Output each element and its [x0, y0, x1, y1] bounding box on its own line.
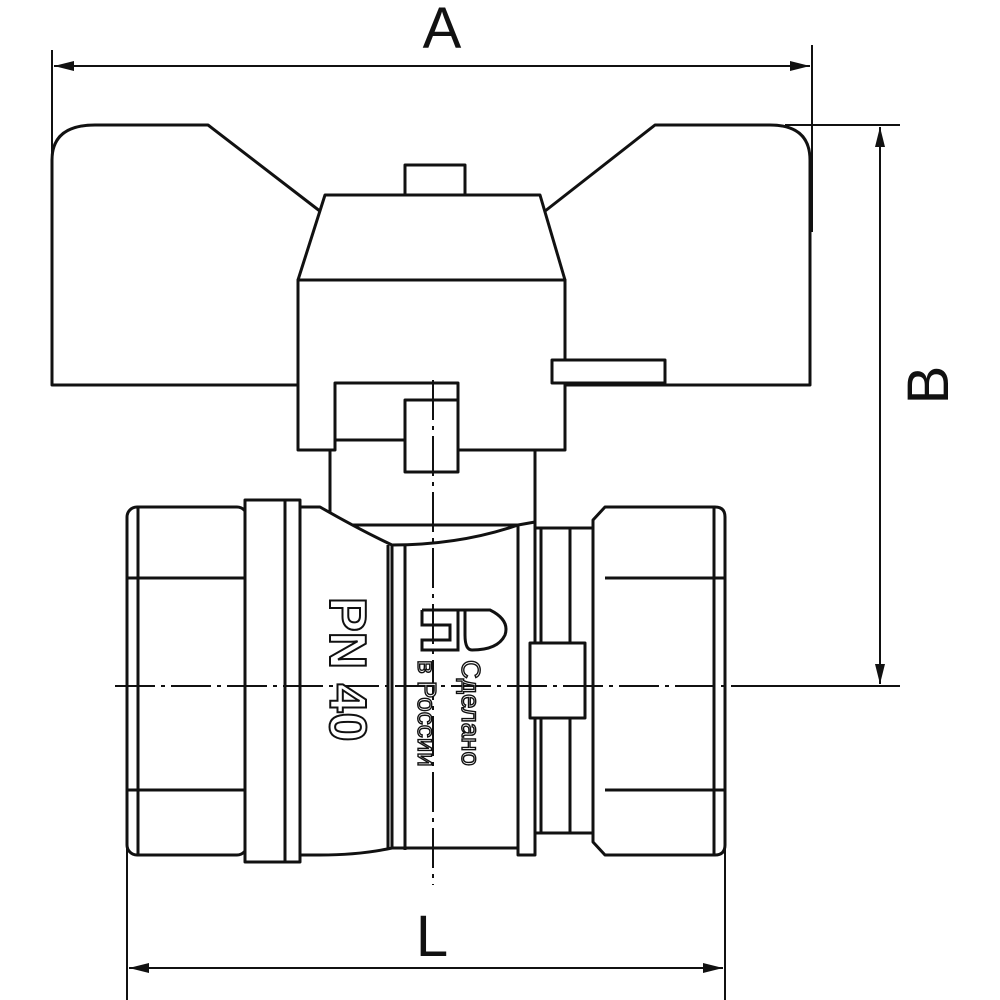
- stem-nut: [403, 163, 467, 199]
- manufacturer-logo: [420, 608, 508, 652]
- made-in-label-line1: Сделано: [456, 660, 486, 766]
- dimension-l-label: L: [416, 904, 448, 969]
- butterfly-handle: [50, 123, 812, 387]
- dimension-a-label: A: [423, 0, 462, 61]
- body-lug: [528, 641, 587, 720]
- handle-box: [296, 278, 567, 452]
- position-indicator: [550, 358, 667, 385]
- handle-cap: [296, 193, 567, 282]
- right-hex-end: [591, 505, 727, 857]
- pressure-rating: PN 40: [318, 597, 376, 742]
- stem-square: [403, 398, 460, 474]
- dimension-b-label: B: [896, 366, 961, 405]
- dimension-a: A: [51, 0, 813, 235]
- made-in-label-line2: в России: [412, 660, 442, 767]
- left-flange: [243, 498, 302, 864]
- left-hex-end: [125, 505, 249, 857]
- dimension-b: B: [740, 124, 961, 687]
- dimension-l: L: [126, 840, 726, 1000]
